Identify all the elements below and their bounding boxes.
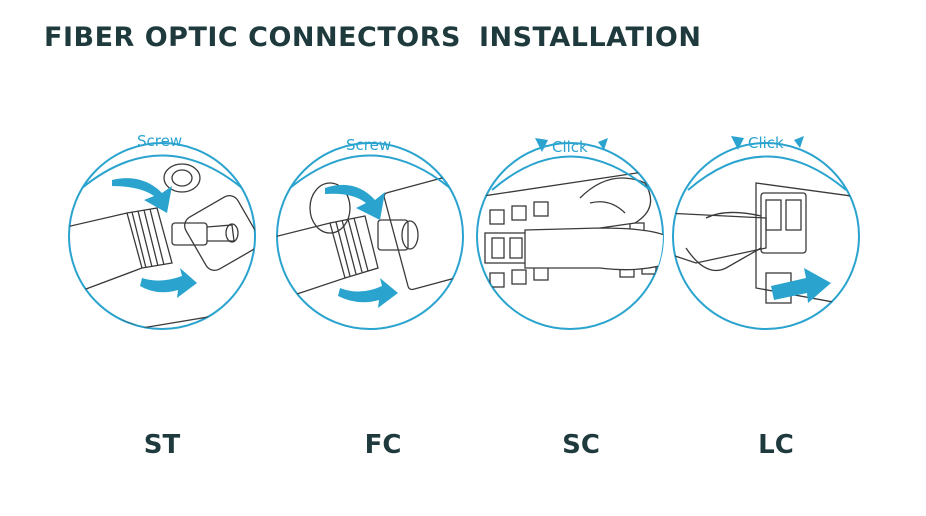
illustration-circle [68, 142, 256, 330]
sc-installation-illustration: Click [470, 128, 670, 338]
connector-label-lc: LC [758, 430, 794, 460]
action-label: Click [552, 138, 588, 156]
rotation-arc [289, 154, 451, 189]
page-title: FIBER OPTIC CONNECTORS INSTALLATION [44, 22, 701, 53]
title-part-2: INSTALLATION [478, 22, 702, 53]
click-mark-icon [535, 138, 548, 152]
connector-label-fc: FC [364, 430, 402, 460]
rotate-arrow-icon [140, 268, 197, 298]
rotation-arc [491, 155, 651, 191]
click-mark-icon [598, 138, 608, 150]
action-label: Screw [346, 136, 391, 154]
rotation-arc [687, 155, 847, 191]
connector-label-sc: SC [562, 430, 600, 460]
fc-installation-illustration: Screw [270, 128, 470, 338]
st-installation-illustration: Screw [62, 128, 262, 338]
rotate-arrow-icon [325, 184, 385, 220]
action-label: Screw [137, 132, 182, 150]
rotate-arrow-icon [338, 278, 398, 308]
action-label: Click [748, 134, 784, 152]
connector-label-st: ST [143, 430, 181, 460]
click-mark-icon [731, 136, 744, 150]
lc-installation-illustration: Click [666, 128, 866, 338]
rotation-arc [81, 154, 243, 189]
push-arrow-icon [771, 268, 831, 303]
title-part-1: FIBER OPTIC CONNECTORS [44, 22, 461, 53]
click-mark-icon [794, 136, 804, 148]
rotate-arrow-icon [112, 178, 172, 213]
